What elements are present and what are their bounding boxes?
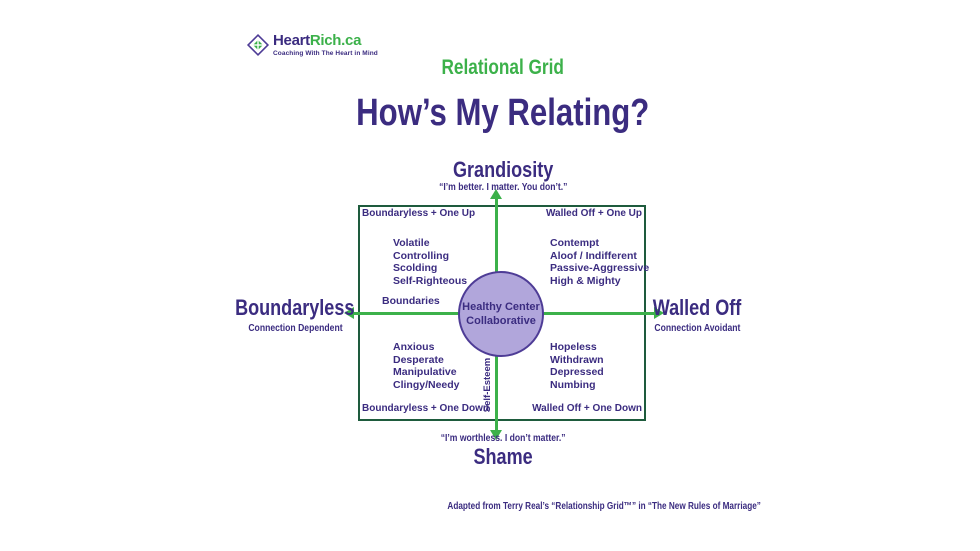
page-title: How’s My Relating?: [356, 92, 650, 134]
attribution-text: Adapted from Terry Real’s “Relationship …: [447, 501, 761, 512]
vertical-axis-annotation: Self-Esteem: [482, 357, 493, 413]
trait: Numbing: [550, 378, 596, 391]
healthy-center-circle: Healthy Center Collaborative: [458, 271, 544, 357]
quadrant-top-right-traits: Contempt Aloof / Indifferent Passive-Agg…: [550, 237, 649, 287]
trait: Clingy/Needy: [393, 378, 460, 391]
axis-right-label: Walled Off: [652, 295, 742, 320]
arrow-down-icon: [490, 430, 502, 440]
trait: Desperate: [393, 353, 444, 366]
brand-name: HeartRich.ca: [273, 33, 378, 48]
arrow-left-icon: [344, 307, 354, 319]
trait: Aloof / Indifferent: [550, 249, 637, 262]
corner-label-bottom-left: Boundaryless + One Down: [362, 403, 489, 414]
brand-rich: Rich.ca: [309, 32, 362, 49]
arrow-up-icon: [490, 189, 502, 199]
axis-right-sublabel: Connection Avoidant: [654, 322, 740, 334]
trait: Withdrawn: [550, 353, 604, 366]
quadrant-bottom-right-traits: Hopeless Withdrawn Depressed Numbing: [550, 341, 604, 391]
healthy-center-line2: Collaborative: [466, 315, 536, 327]
trait: Passive-Aggressive: [550, 262, 650, 274]
axis-right-label-group: Walled Off Connection Avoidant: [627, 295, 767, 334]
trait: Manipulative: [393, 366, 457, 378]
corner-label-top-left: Boundaryless + One Up: [362, 208, 476, 219]
trait: Self-Righteous: [393, 274, 468, 287]
horizontal-axis-annotation: Boundaries: [382, 295, 440, 307]
heartrich-logo-icon: [246, 33, 270, 57]
quadrant-top-left-traits: Volatile Controlling Scolding Self-Right…: [393, 237, 467, 287]
brand-heart: Heart: [273, 32, 310, 49]
heartrich-logo-text: HeartRich.ca Coaching With The Heart in …: [273, 33, 378, 57]
corner-label-top-right: Walled Off + One Up: [545, 208, 642, 219]
trait: Anxious: [393, 341, 435, 353]
trait: High & Mighty: [550, 274, 621, 287]
corner-label-bottom-right: Walled Off + One Down: [532, 403, 642, 414]
trait: Hopeless: [550, 341, 597, 353]
trait: Depressed: [550, 366, 604, 378]
trait: Contempt: [550, 237, 599, 249]
axis-top-quote: “I’m better. I matter. You don’t.”: [438, 181, 568, 193]
axis-bottom-label: Shame: [473, 444, 533, 469]
trait: Volatile: [393, 237, 430, 249]
healthy-center-line1: Healthy Center: [462, 301, 540, 313]
axis-left-label: Boundaryless: [235, 295, 355, 320]
quadrant-bottom-left-traits: Anxious Desperate Manipulative Clingy/Ne…: [393, 341, 460, 391]
diagram-subtitle: Relational Grid: [441, 56, 565, 79]
heartrich-logo: HeartRich.ca Coaching With The Heart in …: [246, 33, 378, 57]
arrow-right-icon: [654, 307, 664, 319]
trait: Scolding: [393, 262, 438, 274]
axis-left-sublabel: Connection Dependent: [247, 322, 343, 334]
trait: Controlling: [393, 249, 449, 262]
brand-tagline: Coaching With The Heart in Mind: [273, 50, 378, 57]
axis-left-label-group: Boundaryless Connection Dependent: [225, 295, 365, 334]
axis-bottom-quote: “I’m worthless. I don’t matter.”: [440, 432, 566, 444]
axis-top-label: Grandiosity: [452, 157, 554, 182]
